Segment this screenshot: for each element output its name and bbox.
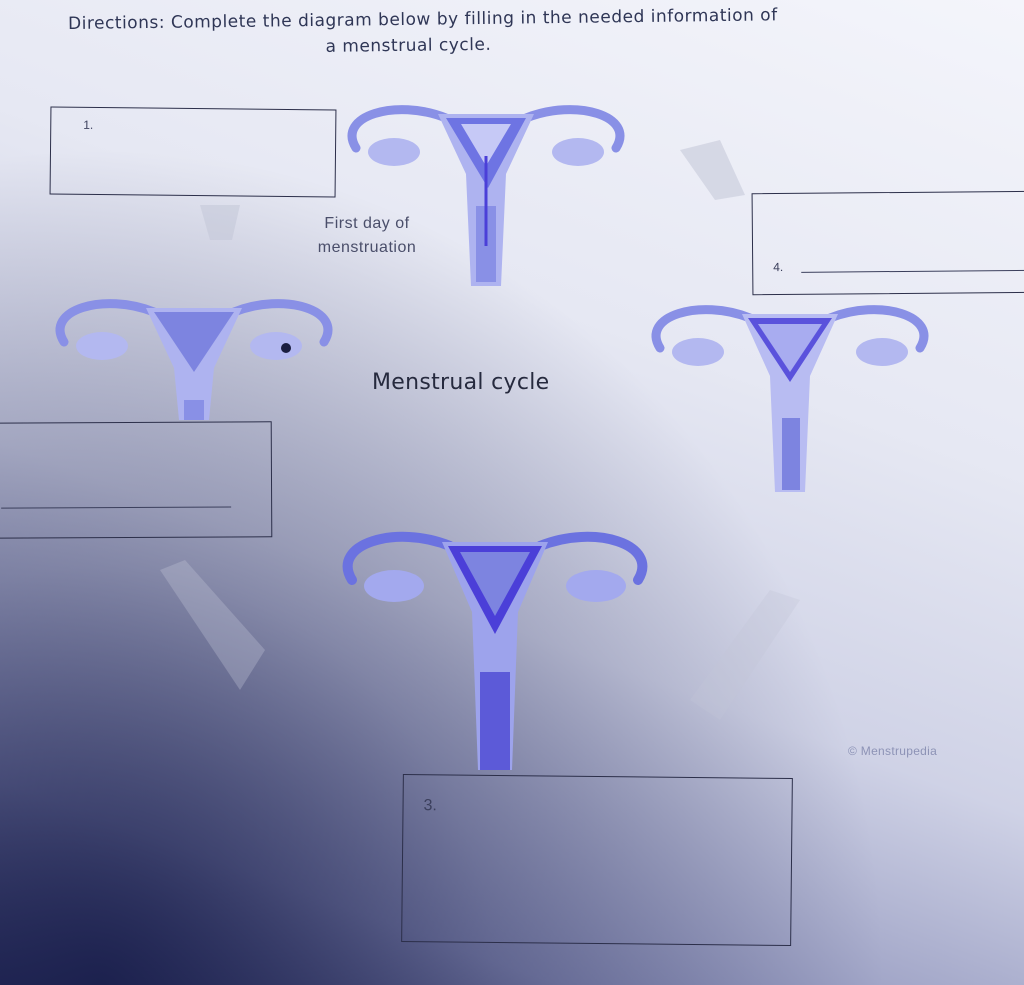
answer-box-2[interactable]	[0, 421, 273, 539]
first-day-label-line-2: menstruation	[317, 239, 417, 256]
diagram-title: Menstrual cycle	[372, 370, 550, 395]
box-3-number: 3.	[423, 797, 437, 815]
uterus-diagram-bottom	[342, 531, 648, 770]
first-day-label: First day of menstruation	[282, 212, 452, 260]
arrow-bottom-left	[160, 560, 265, 690]
uterus-diagram-left	[55, 299, 333, 420]
answer-box-4[interactable]: 4.	[751, 190, 1024, 296]
arrow-top-right	[680, 140, 745, 200]
box-4-number: 4.	[773, 259, 784, 275]
egg-dot	[281, 343, 291, 353]
box-1-number: 1.	[83, 117, 94, 132]
arrow-bottom-right	[690, 590, 800, 720]
arrow-top-left	[200, 205, 240, 240]
answer-box-1[interactable]: 1.	[49, 106, 337, 198]
first-day-label-line-1: First day of	[324, 215, 410, 232]
box-2-blank-line	[1, 506, 232, 509]
credit-text: © Menstrupedia	[848, 744, 938, 758]
uterus-diagram-top	[347, 105, 625, 286]
uterus-diagram-right	[651, 305, 929, 492]
box-4-blank-line	[801, 269, 1024, 273]
answer-box-3[interactable]: 3.	[401, 773, 793, 947]
